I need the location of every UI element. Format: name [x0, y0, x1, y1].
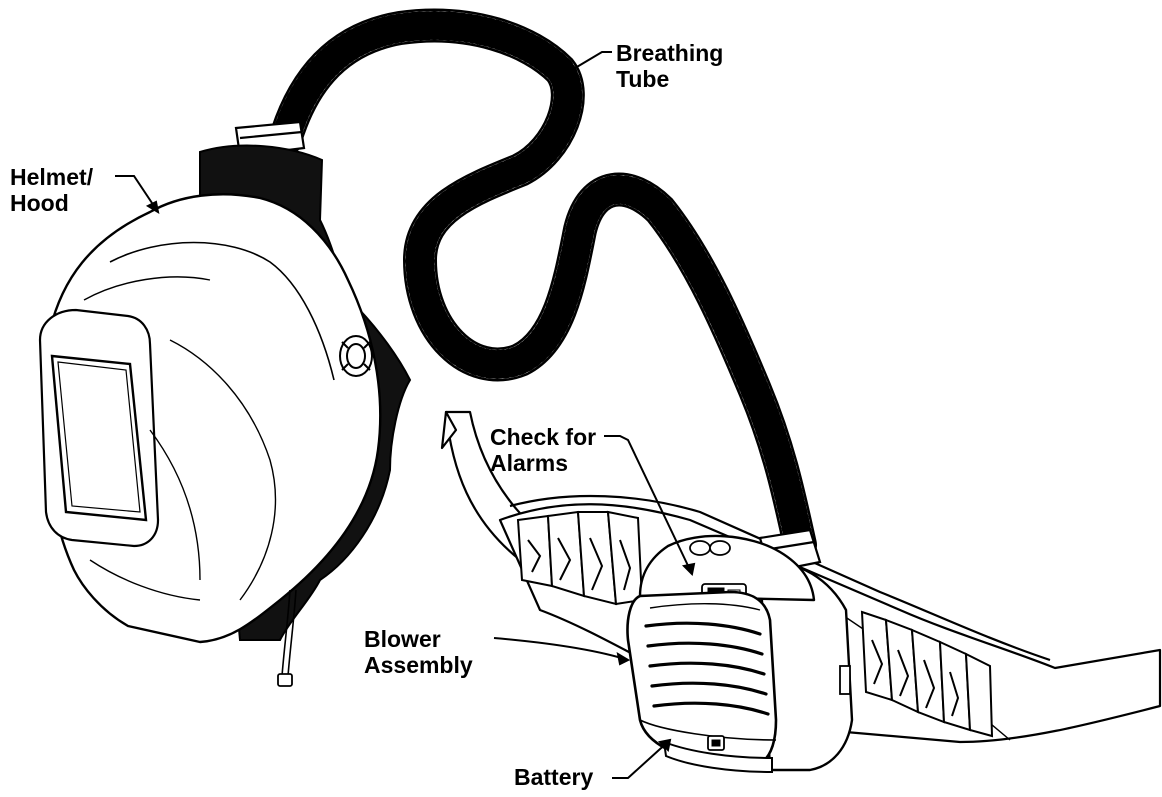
blower-assembly — [628, 536, 853, 772]
label-blower-assembly: Blower Assembly — [364, 626, 473, 678]
label-check-for-alarms: Check for Alarms — [490, 424, 596, 476]
label-battery: Battery — [514, 764, 593, 790]
label-check-for-alarms-line1: Check for — [490, 424, 596, 450]
label-blower-assembly-line2: Assembly — [364, 652, 473, 678]
helmet-knob — [340, 336, 372, 376]
label-check-for-alarms-line2: Alarms — [490, 450, 596, 476]
label-helmet-hood-line1: Helmet/ — [10, 164, 93, 190]
label-helmet-hood: Helmet/ Hood — [10, 164, 93, 216]
arrow-blower — [618, 654, 628, 664]
helmet — [40, 146, 410, 686]
label-helmet-hood-line2: Hood — [10, 190, 93, 216]
label-blower-assembly-line1: Blower — [364, 626, 473, 652]
viewing-window — [52, 356, 146, 520]
label-breathing-tube-line1: Breathing — [616, 40, 723, 66]
label-breathing-tube: Breathing Tube — [616, 40, 723, 92]
label-breathing-tube-line2: Tube — [616, 66, 723, 92]
